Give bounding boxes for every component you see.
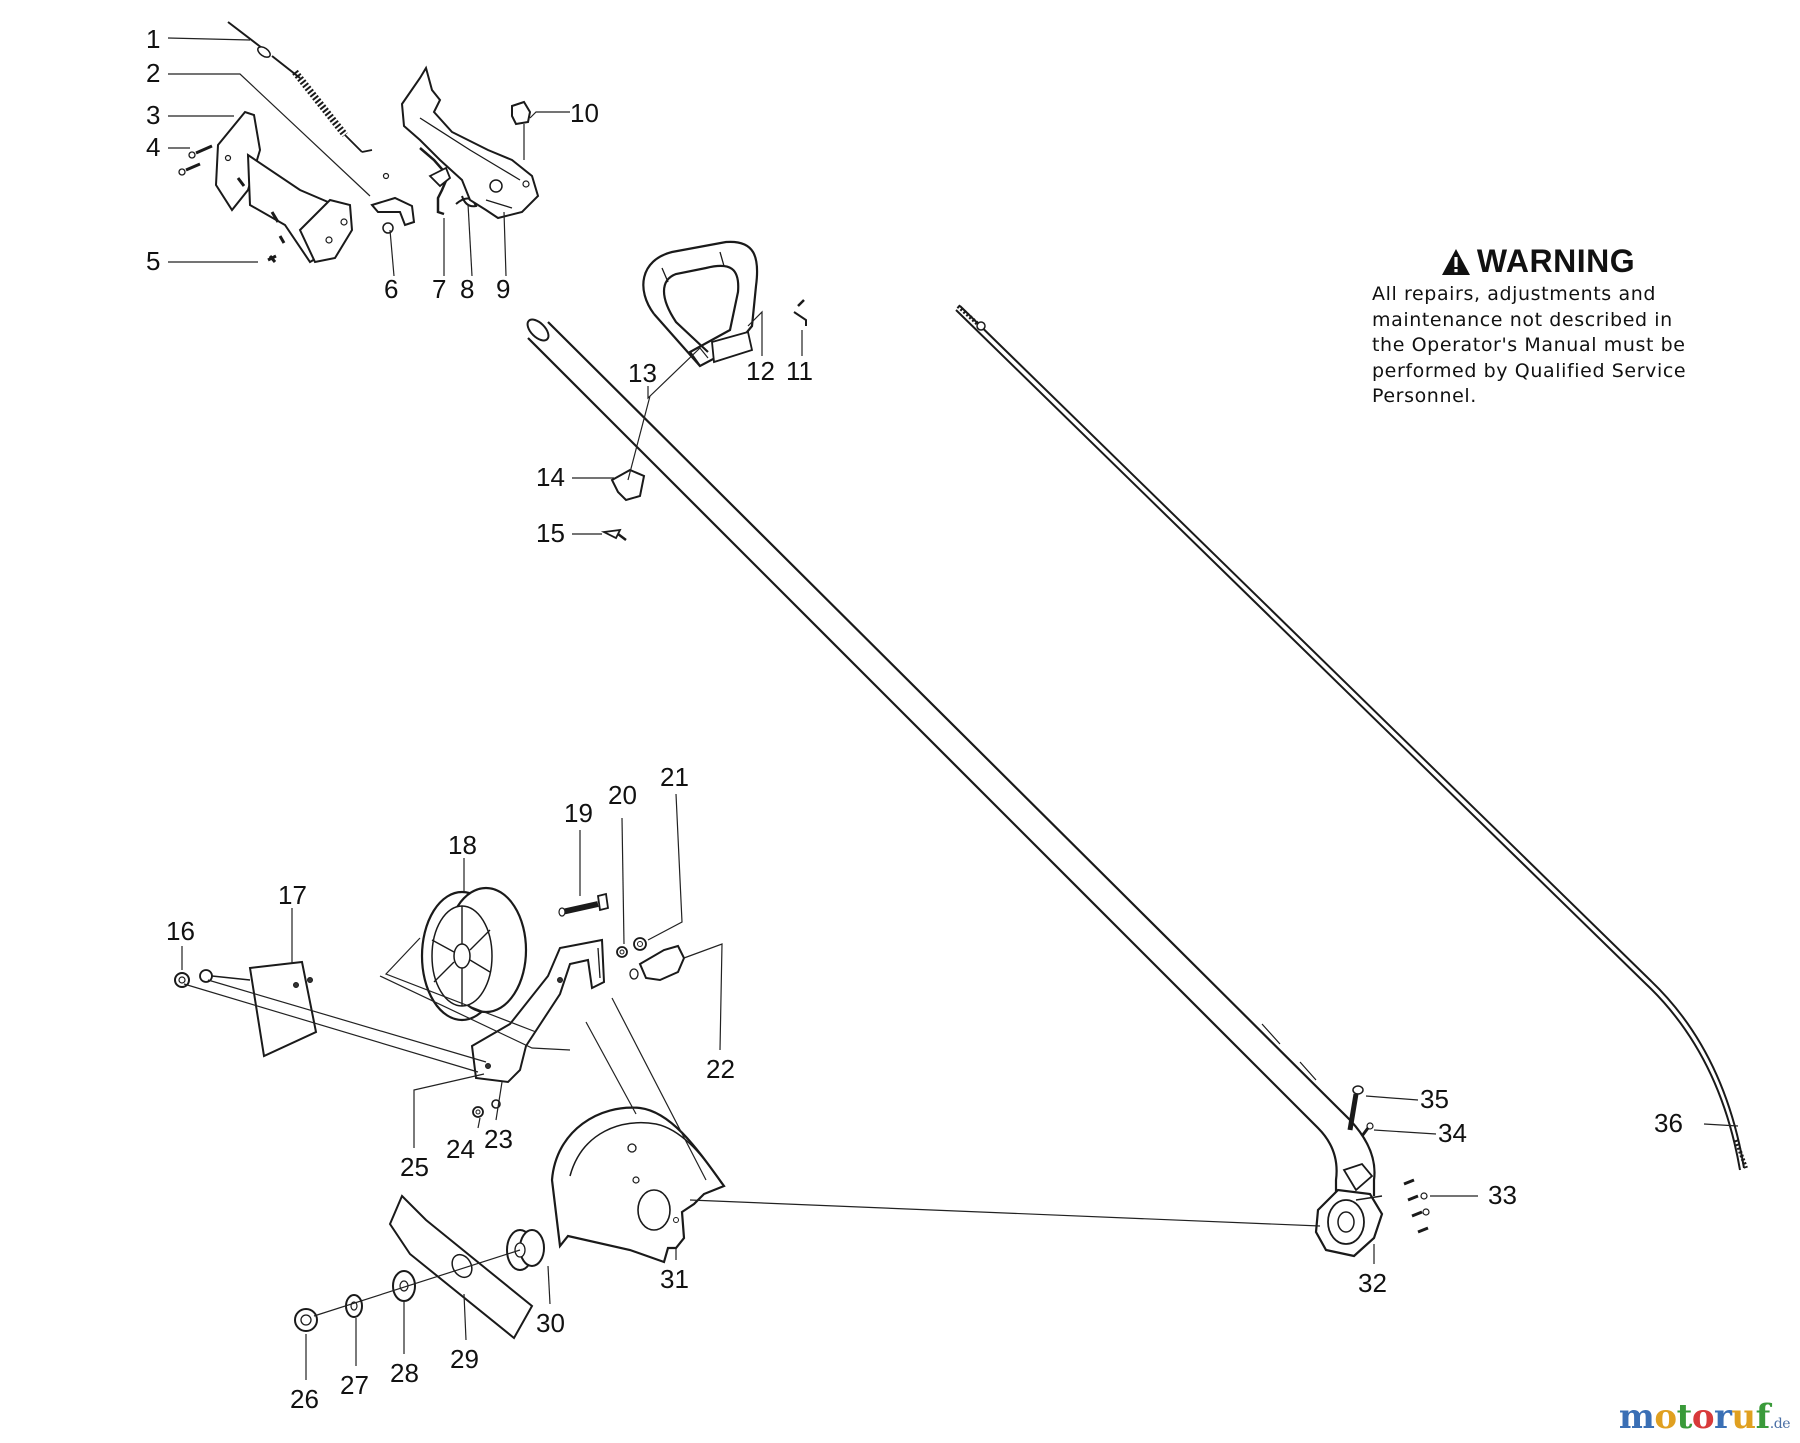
part-11-bolt (793, 299, 807, 326)
watermark-letter: m (1618, 1397, 1655, 1437)
callout-14: 14 (536, 462, 565, 492)
callout-11: 11 (786, 356, 813, 386)
warning-line: All repairs, adjustments and (1372, 283, 1656, 305)
callout-31: 31 (660, 1264, 689, 1294)
part-25-wheel-bracket (470, 938, 606, 1084)
warning-line: the Operator's Manual must be (1372, 334, 1686, 356)
part-3-handle-housing (214, 110, 354, 264)
callout-4: 4 (146, 132, 160, 162)
callout-17: 17 (278, 880, 307, 910)
part-33-screws (1403, 1178, 1430, 1234)
part-19-bolt (558, 892, 610, 917)
callout-20: 20 (608, 780, 637, 810)
callout-32: 32 (1358, 1268, 1387, 1298)
callout-18: 18 (448, 830, 477, 860)
part-24-nut (472, 1106, 484, 1118)
callout-3: 3 (146, 100, 160, 130)
part-7-throttle-trigger (419, 147, 452, 216)
leader-lines (167, 37, 1739, 1380)
callout-27: 27 (340, 1370, 369, 1400)
part-34-screw (1360, 1122, 1374, 1137)
callout-19: 19 (564, 798, 593, 828)
callout-22: 22 (706, 1054, 735, 1084)
part-6-trigger-lockout (370, 196, 416, 234)
part-29-edger-blade (388, 1194, 534, 1340)
part-13-shaft-tube (526, 318, 1376, 1196)
callout-26: 26 (290, 1384, 319, 1414)
callout-28: 28 (390, 1358, 419, 1388)
watermark-suffix: .de (1769, 1416, 1791, 1432)
warning-note: WARNING All repairs, adjustments and mai… (1372, 243, 1732, 410)
part-9-handle-half (400, 65, 540, 220)
part-32-gear-head (1314, 1162, 1384, 1258)
watermark-letter: f (1755, 1397, 1771, 1437)
callout-9: 9 (496, 274, 510, 304)
callout-21: 21 (660, 762, 689, 792)
callout-15: 15 (536, 518, 565, 548)
watermark-logo: motoruf.de (1618, 1397, 1791, 1437)
part-28-washer (392, 1270, 416, 1302)
warning-title: WARNING (1476, 243, 1636, 279)
callout-2: 2 (146, 58, 160, 88)
part-20-washer (616, 946, 628, 958)
part-30-adapter (506, 1229, 545, 1271)
warning-line: maintenance not described in (1372, 308, 1673, 331)
part-5-screws (236, 177, 286, 263)
callout-6: 6 (384, 274, 398, 304)
warning-text: All repairs, adjustments and maintenance… (1372, 282, 1732, 410)
watermark-letter: o (1654, 1397, 1677, 1437)
part-18-wheel (420, 886, 528, 1022)
callout-1: 1 (146, 24, 160, 54)
part-17-edger-plate (199, 960, 318, 1058)
part-36-drive-shaft (955, 304, 1748, 1171)
callout-36: 36 (1654, 1108, 1683, 1138)
callout-10: 10 (570, 98, 599, 128)
warning-heading: WARNING (1344, 243, 1732, 280)
part-16-nut (174, 972, 190, 988)
part-14-bracket (610, 468, 646, 502)
warning-line: Personnel. (1372, 385, 1477, 407)
callout-34: 34 (1438, 1118, 1467, 1148)
part-12-loop-handle (642, 240, 759, 368)
callout-16: 16 (166, 916, 195, 946)
callout-24: 24 (446, 1134, 475, 1164)
callout-7: 7 (432, 274, 446, 304)
callout-25: 25 (400, 1152, 429, 1182)
part-10-clip (511, 100, 532, 126)
watermark-letter: t (1676, 1397, 1693, 1437)
callout-5: 5 (146, 246, 160, 276)
part-22-knob (629, 944, 686, 982)
part-31-blade-guard (550, 1106, 726, 1264)
callout-23: 23 (484, 1124, 513, 1154)
part-27-washer (345, 1294, 363, 1318)
watermark-letter: o (1691, 1397, 1715, 1437)
watermark-letter: u (1731, 1397, 1756, 1437)
part-4-screws (178, 144, 213, 176)
part-15-screw (600, 528, 627, 541)
warning-triangle-icon (1441, 248, 1470, 275)
part-1-throttle-cable (227, 21, 271, 58)
warning-line: performed by Qualified Service (1372, 359, 1687, 382)
callout-labels: 1 2 3 4 5 6 7 8 9 10 11 12 13 14 15 16 1… (146, 24, 1683, 1414)
part-2-throttle-spring (271, 55, 390, 180)
callout-8: 8 (460, 274, 474, 304)
watermark-letter: r (1714, 1397, 1732, 1437)
part-21-nut (633, 937, 647, 951)
part-8-spring (455, 195, 478, 208)
callout-35: 35 (1420, 1084, 1449, 1114)
callout-12: 12 (746, 356, 775, 386)
callout-30: 30 (536, 1308, 565, 1338)
callout-29: 29 (450, 1344, 479, 1374)
part-35-bolt (1347, 1085, 1364, 1131)
callout-13: 13 (628, 358, 657, 388)
callout-33: 33 (1488, 1180, 1517, 1210)
part-26-nut (294, 1308, 318, 1332)
